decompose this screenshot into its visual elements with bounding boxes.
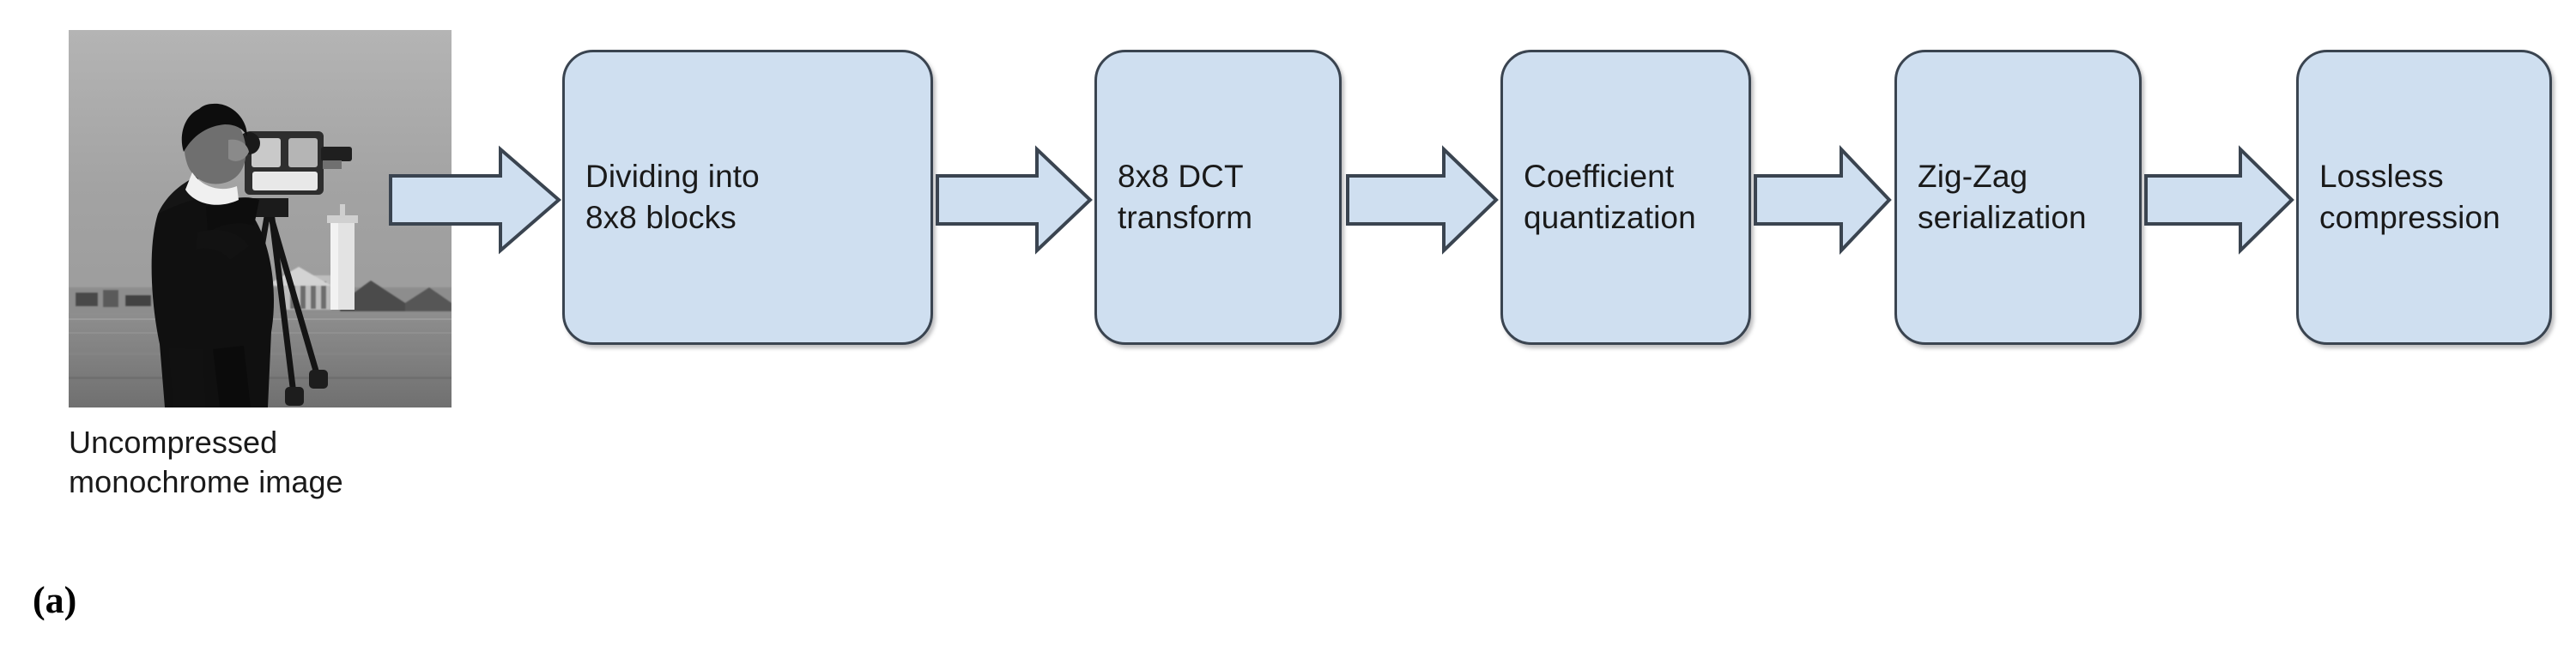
arrow-image-to-divide bbox=[389, 145, 562, 255]
panel-label: (a) bbox=[33, 579, 77, 621]
process-box-label: Dividing into 8x8 blocks bbox=[585, 158, 760, 235]
process-box-label: 8x8 DCT transform bbox=[1118, 158, 1253, 235]
source-image-block: Uncompressed monochrome image bbox=[69, 30, 452, 502]
process-box-label: Zig-Zag serialization bbox=[1918, 158, 2087, 235]
arrow-dct-to-quantization bbox=[1346, 145, 1499, 255]
arrow-divide-to-dct bbox=[936, 145, 1093, 255]
process-box-dct-transform[interactable]: 8x8 DCT transform bbox=[1094, 50, 1342, 345]
cameraman-photo bbox=[69, 30, 452, 407]
process-box-label: Lossless compression bbox=[2319, 158, 2500, 235]
process-box-divide-blocks[interactable]: Dividing into 8x8 blocks bbox=[562, 50, 933, 345]
source-image-caption: Uncompressed monochrome image bbox=[69, 423, 452, 502]
process-box-quantization[interactable]: Coefficient quantization bbox=[1500, 50, 1751, 345]
process-box-label: Coefficient quantization bbox=[1524, 158, 1696, 235]
arrow-quantization-to-zigzag bbox=[1754, 144, 1892, 256]
caption-line-1: Uncompressed bbox=[69, 425, 278, 460]
process-box-lossless[interactable]: Lossless compression bbox=[2296, 50, 2552, 345]
caption-line-2: monochrome image bbox=[69, 464, 343, 500]
process-box-zigzag[interactable]: Zig-Zag serialization bbox=[1894, 50, 2142, 345]
arrow-zigzag-to-lossless bbox=[2144, 145, 2294, 255]
